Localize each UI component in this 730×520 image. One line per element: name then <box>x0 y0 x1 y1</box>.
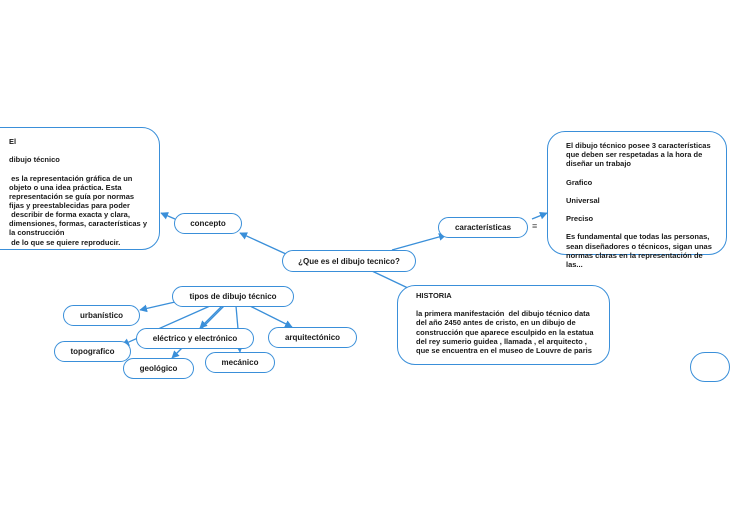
link-central-historia <box>371 270 411 290</box>
concepto-detail-box[interactable]: El dibujo técnico es la representación g… <box>0 127 160 250</box>
caracteristicas-node[interactable]: características <box>438 217 528 238</box>
mecanico-node[interactable]: mecánico <box>205 352 275 373</box>
link-tipos-electrico <box>199 305 223 329</box>
electrico-node[interactable]: eléctrico y electrónico <box>136 328 254 349</box>
tipos-node[interactable]: tipos de dibujo técnico <box>172 286 294 307</box>
link-tipos-arquitectonico <box>249 305 293 328</box>
arquitectonico-node[interactable]: arquitectónico <box>268 327 357 348</box>
link-central-concepto <box>239 232 287 255</box>
link-tipos-urbanistico <box>139 301 176 313</box>
link-caracteristicas-box <box>531 211 548 220</box>
concepto-node[interactable]: concepto <box>174 213 242 234</box>
topografico-node[interactable]: topografico <box>54 341 131 362</box>
central-topic[interactable]: ¿Que es el dibujo tecnico? <box>282 250 416 272</box>
urbanistico-node[interactable]: urbanístico <box>63 305 140 326</box>
geologico-node[interactable]: geológico <box>123 358 194 379</box>
caracteristicas-detail-box[interactable]: El dibujo técnico posee 3 característica… <box>547 131 727 269</box>
menu-lines-icon[interactable]: ≡ <box>532 221 538 231</box>
offscreen-node-edge <box>690 352 730 382</box>
link-concepto-box <box>160 212 176 220</box>
historia-box[interactable]: HISTORIA la primera manifestación del di… <box>397 285 610 365</box>
link-central-caracteristicas <box>391 233 447 251</box>
